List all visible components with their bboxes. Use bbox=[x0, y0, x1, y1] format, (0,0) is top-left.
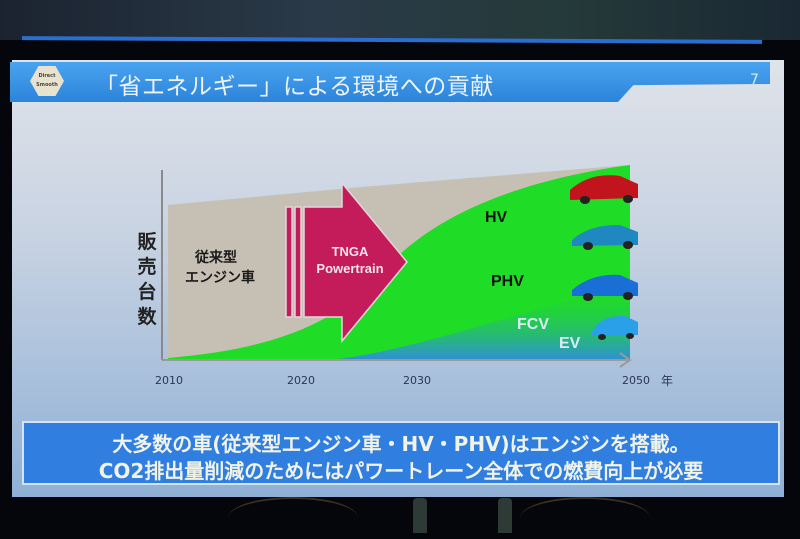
stage-chair bbox=[228, 497, 358, 539]
conventional-line1: 従来型 bbox=[195, 249, 237, 265]
conventional-engine-label: 従来型 エンジン車 bbox=[185, 247, 255, 287]
car-icons bbox=[570, 175, 638, 340]
water-bottle bbox=[498, 498, 512, 533]
conventional-line2: エンジン車 bbox=[185, 269, 255, 285]
x-tick-2050: 2050 bbox=[622, 374, 650, 387]
ev-label: EV bbox=[559, 335, 581, 352]
logo-line1: Direct bbox=[38, 73, 56, 79]
summary-line2: CO2排出量削減のためにはパワートレーン全体での燃費向上が必要 bbox=[98, 459, 704, 483]
x-tick-2010: 2010 bbox=[155, 374, 183, 387]
ylabel-char: 数 bbox=[137, 306, 157, 328]
fcv-ev-area bbox=[330, 285, 630, 360]
x-tick-2030: 2030 bbox=[403, 374, 431, 387]
tnga-line1: TNGA bbox=[331, 244, 369, 259]
phv-label: PHV bbox=[491, 273, 524, 290]
year-unit: 年 bbox=[661, 374, 674, 388]
hv-label: HV bbox=[485, 209, 508, 226]
fcv-label: FCV bbox=[517, 316, 549, 333]
ylabel-char: 売 bbox=[137, 256, 157, 278]
x-tick-2020: 2020 bbox=[287, 374, 315, 387]
slide-title: 「省エネルギー」による環境への貢献 bbox=[95, 74, 494, 100]
tnga-line2: Powertrain bbox=[316, 261, 384, 276]
ylabel-char: 販 bbox=[137, 231, 157, 253]
tnga-arrow bbox=[285, 180, 408, 344]
tnga-label: TNGA Powertrain bbox=[305, 243, 395, 277]
water-bottle bbox=[413, 498, 427, 533]
summary-line1: 大多数の車(従来型エンジン車・HV・PHV)はエンジンを搭載。 bbox=[112, 432, 690, 456]
summary-box: 大多数の車(従来型エンジン車・HV・PHV)はエンジンを搭載。 CO2排出量削減… bbox=[22, 421, 780, 485]
y-axis-label: 販 売 台 数 bbox=[135, 230, 159, 330]
direct-smooth-logo: Direct Smooth bbox=[30, 66, 64, 96]
upper-screen bbox=[0, 0, 800, 40]
stage-chair bbox=[520, 497, 650, 539]
ylabel-char: 台 bbox=[137, 281, 157, 303]
logo-line2: Smooth bbox=[36, 82, 58, 88]
page-number: 7 bbox=[750, 72, 759, 88]
